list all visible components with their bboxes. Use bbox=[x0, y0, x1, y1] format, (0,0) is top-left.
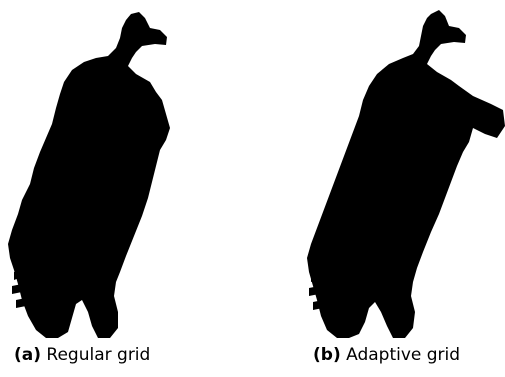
panel-regular-grid: (a) Regular grid bbox=[0, 0, 252, 377]
caption-tag: (b) bbox=[313, 345, 341, 365]
caption-label: Regular grid bbox=[46, 345, 151, 365]
caption-tag: (a) bbox=[14, 345, 42, 365]
caption-label: Adaptive grid bbox=[346, 345, 461, 365]
caption-b: (b) Adaptive grid bbox=[313, 343, 460, 367]
silhouette-adaptive-grid bbox=[307, 10, 505, 338]
panel-adaptive-grid: (b) Adaptive grid bbox=[253, 0, 505, 377]
silhouette-regular-grid bbox=[8, 12, 170, 338]
caption-a: (a) Regular grid bbox=[14, 343, 150, 367]
